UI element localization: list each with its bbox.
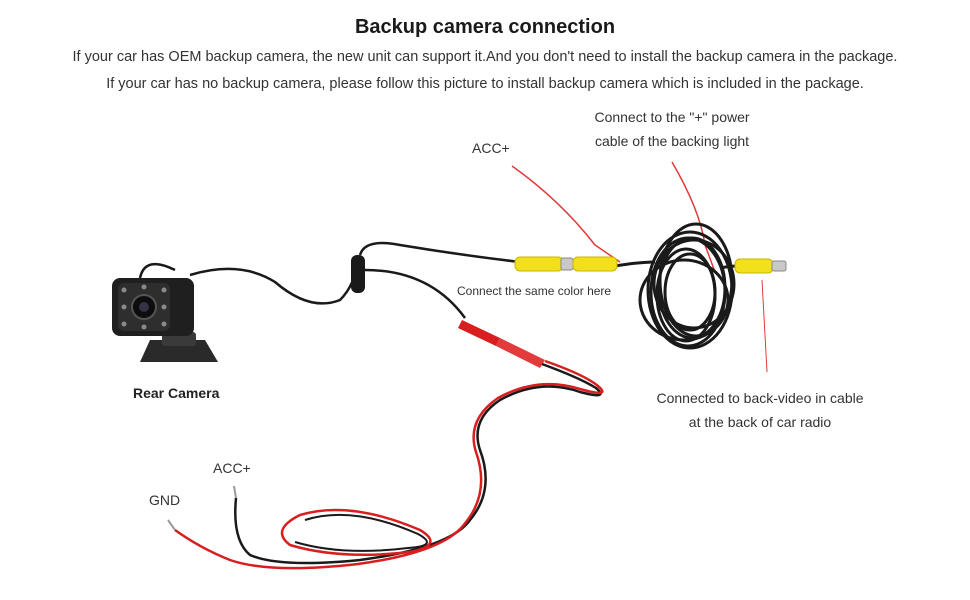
power-wire-loop-red — [280, 508, 432, 557]
power-note-line-2: cable of the backing light — [594, 133, 750, 149]
backvideo-note-line-2: at the back of car radio — [688, 414, 832, 430]
same-color-note: Connect the same color here — [457, 284, 612, 298]
cable-to-red-plug — [364, 268, 467, 319]
power-wire-loop-black — [294, 513, 428, 552]
cable-coil — [638, 222, 736, 350]
backvideo-connection-note: Connected to back-video in cable at the … — [630, 386, 890, 434]
rear-camera-label: Rear Camera — [133, 385, 220, 401]
camera-loop — [138, 262, 176, 279]
video-cable-to-yellow — [358, 241, 521, 264]
gnd-wire-tip — [167, 519, 176, 531]
power-wire-red — [174, 359, 604, 570]
acc-wire-tip — [233, 485, 237, 499]
power-wire-black — [234, 362, 602, 565]
page-title: Backup camera connection — [354, 16, 616, 38]
acc-bottom-label: ACC+ — [213, 460, 251, 476]
power-note-line-1: Connect to the "+" power — [594, 109, 750, 125]
acc-top-label: ACC+ — [472, 140, 510, 156]
rear-camera — [112, 278, 218, 362]
intro-line-install: If your car has no backup camera, please… — [106, 76, 864, 92]
power-connection-note: Connect to the "+" power cable of the ba… — [572, 105, 772, 153]
red-power-connector-pair — [458, 320, 545, 368]
inline-module — [351, 255, 365, 293]
yellow-rca-connector-right — [734, 258, 787, 274]
camera-cable — [189, 259, 360, 305]
acc-top-leader-line — [511, 165, 621, 263]
yellow-rca-connector-pair — [514, 256, 618, 272]
backvideo-leader-line — [761, 279, 768, 373]
intro-line-oem: If your car has OEM backup camera, the n… — [72, 49, 898, 65]
yellow-to-coil-cable — [614, 260, 656, 268]
gnd-label: GND — [149, 492, 181, 508]
backvideo-note-line-1: Connected to back-video in cable — [656, 390, 864, 406]
